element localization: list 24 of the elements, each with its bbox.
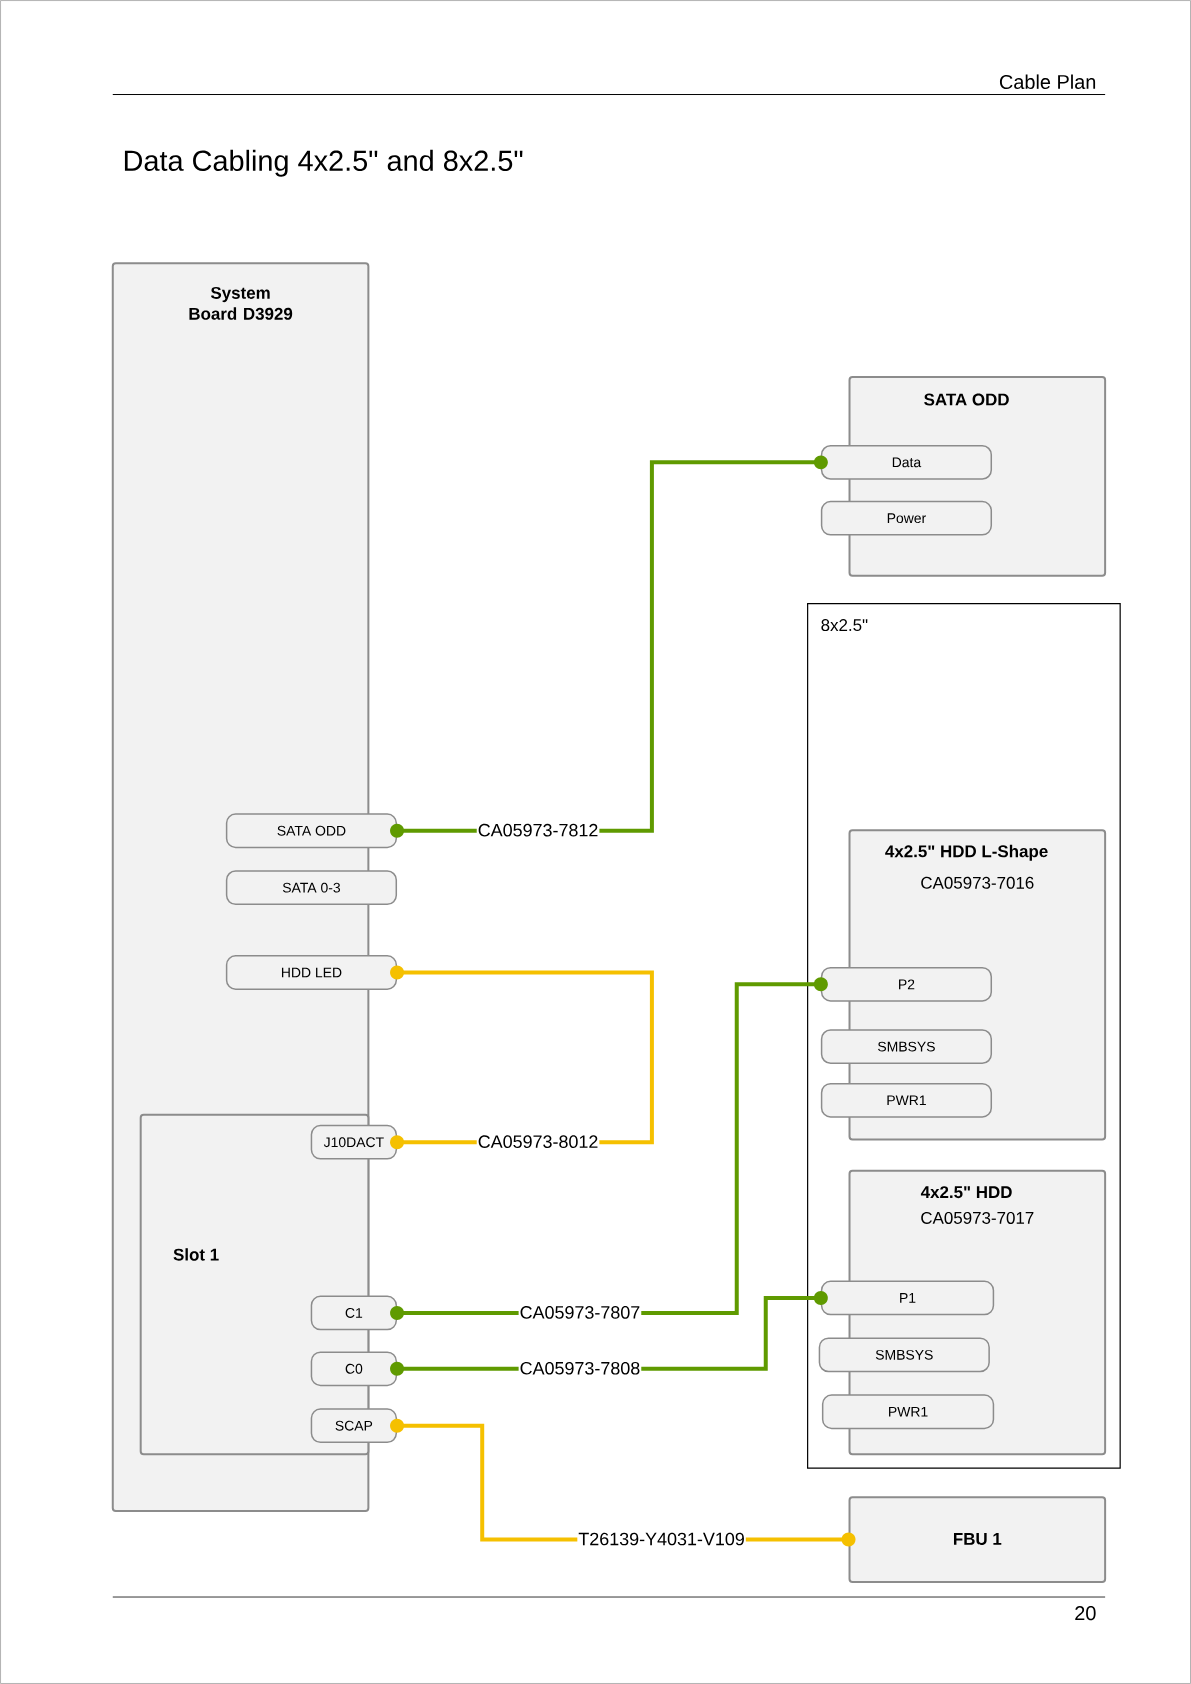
cable-label: CA05973-7812 xyxy=(476,822,600,838)
connector-box: HDD LED xyxy=(225,955,398,990)
page-number: 20 xyxy=(1075,1606,1096,1621)
cable-label: T26139-Y4031-V109 xyxy=(577,1531,746,1547)
module-box: FBU 1 xyxy=(848,1496,1107,1583)
connector-box: SCAP xyxy=(310,1408,398,1444)
connector-box: SMBSYS xyxy=(818,1337,990,1373)
connector-box: P1 xyxy=(820,1280,995,1316)
connector-box: P2 xyxy=(820,966,992,1002)
connector-box: PWR1 xyxy=(821,1394,995,1430)
connector-box: SMBSYS xyxy=(820,1029,992,1064)
cable-label: CA05973-8012 xyxy=(476,1134,600,1149)
connector-box: Power xyxy=(820,500,992,536)
cable-label: CA05973-7807 xyxy=(518,1305,642,1320)
page-header: Cable Plan xyxy=(999,74,1096,89)
connector-box: J10DACT xyxy=(310,1124,398,1160)
connector-box: SATA ODD xyxy=(225,813,398,849)
connector-box: SATA 0-3 xyxy=(225,870,398,906)
connector-box: C1 xyxy=(310,1295,398,1331)
title: Data Cabling 4x2.5" and 8x2.5" xyxy=(124,149,523,177)
connector-box: Data xyxy=(820,444,992,480)
cable-label: CA05973-7808 xyxy=(518,1360,642,1376)
connector-box: PWR1 xyxy=(820,1082,992,1118)
connector-box: C0 xyxy=(310,1351,398,1387)
